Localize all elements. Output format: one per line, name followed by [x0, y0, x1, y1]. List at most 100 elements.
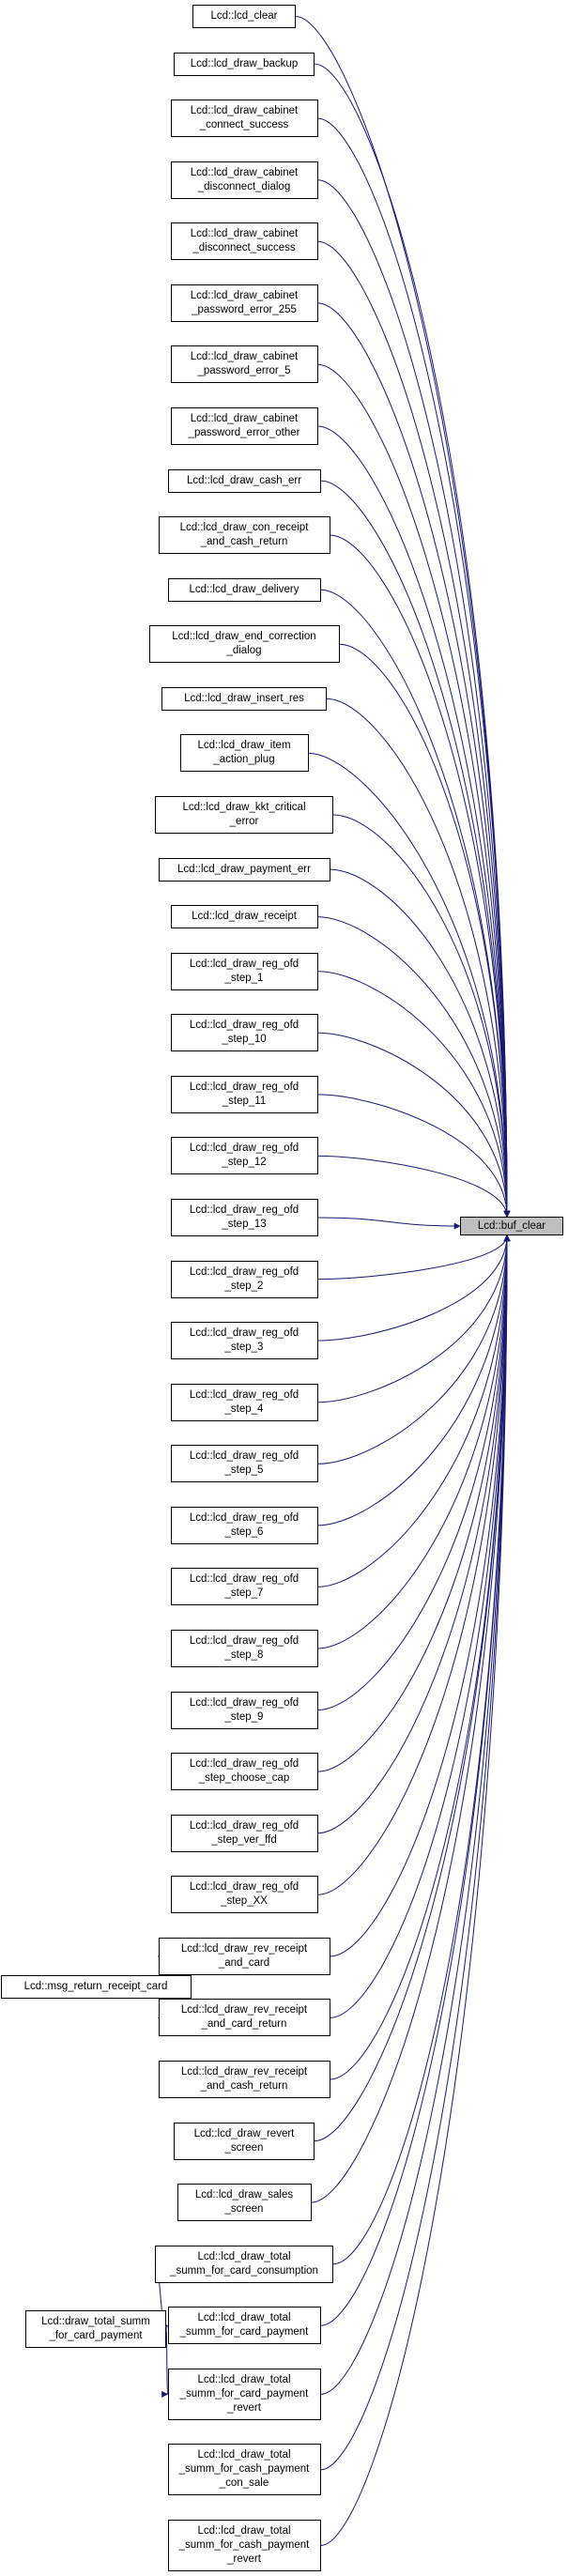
graph-node-reg-ofd-step-ver-ffd[interactable]: Lcd::lcd_draw_reg_ofd_step_ver_ffd [170, 1814, 318, 1852]
edge-cabinet_disconnect_success-to-buf-clear [317, 240, 511, 1218]
node-label-line: Lcd::lcd_draw_delivery [189, 583, 299, 595]
node-label-line: _revert [227, 2401, 261, 2414]
node-label-line: Lcd::lcd_draw_total [197, 2312, 291, 2324]
graph-node-reg-ofd-step-12[interactable]: Lcd::lcd_draw_reg_ofd_step_12 [170, 1137, 318, 1175]
graph-node-receipt[interactable]: Lcd::lcd_draw_receipt [170, 905, 318, 929]
graph-node-revert-screen[interactable]: Lcd::lcd_draw_revert_screen [174, 2122, 315, 2160]
graph-node-reg-ofd-step-8[interactable]: Lcd::lcd_draw_reg_ofd_step_8 [170, 1630, 318, 1667]
graph-node-cabinet-disconnect-dialog[interactable]: Lcd::lcd_draw_cabinet_disconnect_dialog [170, 161, 318, 199]
graph-node-kkt-critical-error[interactable]: Lcd::lcd_draw_kkt_critical_error [155, 796, 333, 834]
graph-node-cabinet-disconnect-success[interactable]: Lcd::lcd_draw_cabinet_disconnect_success [170, 222, 318, 261]
graph-node-reg-ofd-step-7[interactable]: Lcd::lcd_draw_reg_ofd_step_7 [170, 1568, 318, 1606]
graph-node-rev-receipt-and-card[interactable]: Lcd::lcd_draw_rev_receipt_and_card [158, 1937, 330, 1975]
target-node-buf-clear[interactable]: Lcd::buf_clear [460, 1217, 563, 1235]
graph-node-cabinet-password-error-255[interactable]: Lcd::lcd_draw_cabinet_password_error_255 [170, 284, 318, 322]
graph-node-msg-return-receipt-card[interactable]: Lcd::msg_return_receipt_card [0, 1975, 192, 2000]
graph-node-reg-ofd-step-choose-cap[interactable]: Lcd::lcd_draw_reg_ofd_step_choose_cap [170, 1753, 318, 1791]
edge-con_receipt_and_cash_return-to-buf-clear [330, 534, 511, 1218]
graph-node-rev-receipt-and-card-return[interactable]: Lcd::lcd_draw_rev_receipt_and_card_retur… [158, 1999, 330, 2037]
node-label-line: Lcd::lcd_draw_reg_ofd [189, 1511, 299, 1524]
graph-node-total-summ-for-cash-payment-con-sale[interactable]: Lcd::lcd_draw_total_summ_for_cash_paymen… [167, 2444, 321, 2496]
node-label-line: _summ_for_card_consumption [170, 2264, 318, 2277]
node-label-line: _action_plug [213, 754, 275, 766]
graph-node-reg-ofd-step-5[interactable]: Lcd::lcd_draw_reg_ofd_step_5 [170, 1445, 318, 1483]
node-label-line: _step_13 [222, 1219, 267, 1230]
edge-revert_screen-to-buf-clear [314, 1234, 511, 2142]
graph-node-cabinet-connect-success[interactable]: Lcd::lcd_draw_cabinet_connect_success [170, 100, 318, 138]
graph-node-sales-screen[interactable]: Lcd::lcd_draw_sales_screen [177, 2184, 312, 2222]
graph-node-reg-ofd-step-9[interactable]: Lcd::lcd_draw_reg_ofd_step_9 [170, 1691, 318, 1729]
node-label-line: Lcd::lcd_draw_rev_receipt [180, 1942, 308, 1955]
node-label-line: _password_error_255 [192, 303, 297, 315]
edge-kkt_critical_error-to-buf-clear [332, 814, 511, 1218]
node-label-line: _and_cash_return [200, 2080, 288, 2092]
graph-node-total-summ-for-card-payment[interactable]: Lcd::lcd_draw_total_summ_for_card_paymen… [167, 2307, 321, 2345]
graph-node-payment-err[interactable]: Lcd::lcd_draw_payment_err [158, 857, 330, 882]
node-label-line: _and_card_return [201, 2018, 287, 2031]
graph-node-lcd-clear[interactable]: Lcd::lcd_clear [192, 5, 296, 28]
node-label-line: Lcd::lcd_draw_cabinet [190, 351, 299, 363]
graph-node-cabinet-password-error-5[interactable]: Lcd::lcd_draw_cabinet_password_error_5 [170, 345, 318, 384]
edge-cabinet_password_error_255-to-buf-clear [317, 302, 511, 1218]
graph-node-total-summ-for-card-payment-revert[interactable]: Lcd::lcd_draw_total_summ_for_card_paymen… [167, 2368, 321, 2420]
node-label-line: Lcd::lcd_draw_reg_ofd [189, 1758, 299, 1771]
edge-lcd_draw_backup-to-buf-clear [314, 63, 511, 1218]
graph-node-reg-ofd-step-13[interactable]: Lcd::lcd_draw_reg_ofd_step_13 [170, 1199, 318, 1236]
graph-node-reg-ofd-step-6[interactable]: Lcd::lcd_draw_reg_ofd_step_6 [170, 1506, 318, 1544]
node-label-line: Lcd::lcd_draw_reg_ofd [189, 1204, 299, 1216]
node-label-line: _screen [224, 2141, 264, 2154]
edge-reg_ofd_step_12-to-buf-clear [317, 1155, 511, 1218]
graph-node-reg-ofd-step-3[interactable]: Lcd::lcd_draw_reg_ofd_step_3 [170, 1322, 318, 1360]
node-label-line: _step_XX [221, 1895, 268, 1908]
graph-node-reg-ofd-step-XX[interactable]: Lcd::lcd_draw_reg_ofd_step_XX [170, 1876, 318, 1914]
graph-node-reg-ofd-step-4[interactable]: Lcd::lcd_draw_reg_ofd_step_4 [170, 1383, 318, 1421]
node-label-line: Lcd::lcd_draw_end_correction [172, 631, 316, 643]
node-label-line: Lcd::lcd_draw_con_receipt [179, 522, 309, 534]
node-label-line: Lcd::lcd_draw_total [197, 2525, 291, 2537]
edge-reg_ofd_step_1-to-buf-clear [317, 971, 511, 1218]
node-label-line: _dialog [226, 645, 262, 657]
node-label-line: _revert [227, 2553, 261, 2565]
graph-node-reg-ofd-step-10[interactable]: Lcd::lcd_draw_reg_ofd_step_10 [170, 1014, 318, 1052]
graph-node-reg-ofd-step-2[interactable]: Lcd::lcd_draw_reg_ofd_step_2 [170, 1260, 318, 1298]
graph-node-total-summ-for-card-consumption[interactable]: Lcd::lcd_draw_total_summ_for_card_consum… [155, 2245, 333, 2283]
graph-node-reg-ofd-step-1[interactable]: Lcd::lcd_draw_reg_ofd_step_1 [170, 952, 318, 990]
node-label-line: _step_6 [224, 1526, 264, 1538]
node-label-line: Lcd::lcd_draw_receipt [192, 911, 297, 923]
node-label-line: _step_11 [222, 1095, 267, 1107]
graph-node-lcd-draw-backup[interactable]: Lcd::lcd_draw_backup [174, 52, 315, 76]
edge-reg_ofd_step_ver_ffd-to-buf-clear [317, 1234, 511, 1834]
graph-node-cash-err[interactable]: Lcd::lcd_draw_cash_err [167, 468, 321, 493]
node-label-line: Lcd::lcd_draw_insert_res [184, 692, 304, 704]
node-label-line: Lcd::lcd_draw_payment_err [177, 863, 311, 875]
graph-node-total-summ-for-cash-payment-revert[interactable]: Lcd::lcd_draw_total_summ_for_cash_paymen… [167, 2520, 321, 2571]
graph-node-item-action-plug[interactable]: Lcd::lcd_draw_item_action_plug [179, 734, 309, 773]
graph-node-delivery[interactable]: Lcd::lcd_draw_delivery [167, 577, 321, 602]
graph-node-insert-res[interactable]: Lcd::lcd_draw_insert_res [161, 686, 327, 711]
edge-sales_screen-to-buf-clear [311, 1234, 511, 2203]
node-label-line: _and_cash_return [200, 536, 288, 548]
node-label-line: Lcd::lcd_draw_sales [194, 2189, 294, 2201]
node-label-line: _step_8 [224, 1649, 264, 1661]
node-label-line: Lcd::lcd_draw_total [197, 2250, 291, 2262]
graph-node-end-correction-dialog[interactable]: Lcd::lcd_draw_end_correction_dialog [148, 625, 340, 664]
graph-node-cabinet-password-error-other[interactable]: Lcd::lcd_draw_cabinet_password_error_oth… [170, 407, 318, 445]
node-label-line: Lcd::lcd_draw_kkt_critical [182, 802, 306, 813]
node-label-line: _password_error_5 [197, 365, 291, 377]
node-label-line: _password_error_other [188, 427, 300, 438]
graph-node-reg-ofd-step-11[interactable]: Lcd::lcd_draw_reg_ofd_step_11 [170, 1075, 318, 1113]
graph-node-draw-total-summ-for-card-payment[interactable]: Lcd::draw_total_summ_for_card_payment [25, 2310, 166, 2349]
node-label-line: _summ_for_cash_payment [178, 2539, 310, 2551]
node-label-line: _step_1 [224, 972, 264, 984]
graph-node-con-receipt-and-cash-return[interactable]: Lcd::lcd_draw_con_receipt_and_cash_retur… [158, 516, 330, 555]
node-label-line: _step_5 [224, 1464, 264, 1477]
node-label-line: _summ_for_card_payment [179, 2387, 309, 2400]
edge-cash_err-to-buf-clear [320, 480, 511, 1218]
node-label-line: Lcd::msg_return_receipt_card [23, 1981, 168, 1993]
node-label-line: Lcd::lcd_draw_reg_ofd [189, 1696, 299, 1709]
node-label-line: Lcd::lcd_draw_backup [190, 57, 299, 69]
node-label-line: _step_10 [222, 1034, 267, 1046]
edge-reg_ofd_step_9-to-buf-clear [317, 1234, 511, 1711]
graph-node-rev-receipt-and-cash-return[interactable]: Lcd::lcd_draw_rev_receipt_and_cash_retur… [158, 2061, 330, 2098]
